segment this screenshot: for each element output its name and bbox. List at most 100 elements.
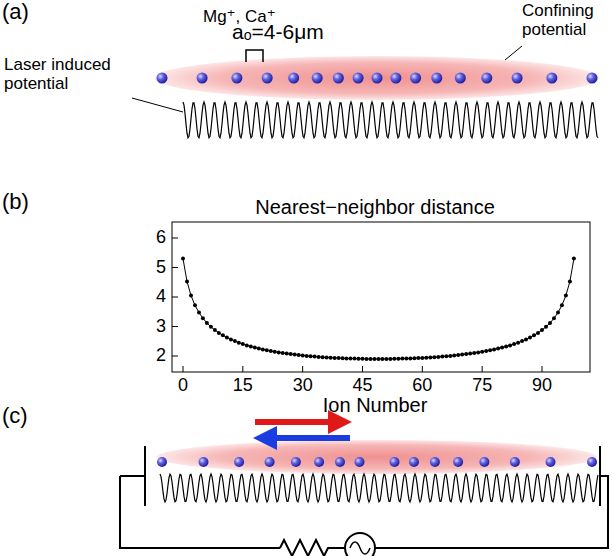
blue-arrow — [265, 435, 350, 441]
data-point — [540, 328, 544, 332]
data-point — [564, 294, 568, 298]
ion — [353, 73, 364, 84]
axis-tick-label: 60 — [412, 376, 432, 396]
tick — [172, 297, 178, 298]
leader-line — [505, 46, 522, 60]
data-point — [201, 316, 205, 320]
laser-potential-wave — [160, 474, 598, 502]
data-point — [341, 356, 345, 360]
data-point — [572, 257, 576, 261]
data-point — [229, 337, 233, 341]
data-point — [560, 303, 564, 307]
data-point — [205, 321, 209, 325]
leader-line — [132, 98, 183, 112]
ion — [546, 73, 557, 84]
spacing-bracket — [246, 50, 263, 62]
data-point — [444, 354, 448, 358]
ion — [390, 457, 400, 467]
resistor-symbol — [280, 540, 345, 556]
ion — [481, 73, 492, 84]
data-point — [384, 357, 388, 361]
potential-label: Confining potential — [522, 2, 610, 39]
ac-source-symbol — [345, 533, 375, 556]
plot-frame — [172, 222, 590, 372]
data-point — [293, 353, 297, 357]
ion — [314, 457, 324, 467]
data-point — [404, 357, 408, 361]
data-point — [428, 355, 432, 359]
data-point — [309, 354, 313, 358]
data-point — [301, 354, 305, 358]
data-point — [532, 333, 536, 337]
data-point — [249, 345, 253, 349]
panel-label: (c) — [2, 404, 28, 428]
data-point — [516, 341, 520, 345]
data-point — [528, 336, 532, 340]
ion — [197, 73, 208, 84]
panel-label: (a) — [2, 0, 29, 24]
data-point — [556, 311, 560, 315]
data-point — [189, 294, 193, 298]
data-point — [416, 356, 420, 360]
data-point — [269, 349, 273, 353]
data-point — [524, 337, 528, 341]
axis-tick-label: 75 — [472, 376, 492, 396]
data-point — [185, 280, 189, 284]
data-point — [388, 357, 392, 361]
ion — [431, 73, 442, 84]
data-point — [480, 350, 484, 354]
data-point — [333, 356, 337, 360]
tick — [172, 238, 178, 239]
ion — [288, 73, 299, 84]
data-point — [536, 331, 540, 335]
data-point — [349, 357, 353, 361]
data-point — [285, 352, 289, 356]
ion — [510, 457, 520, 467]
data-point — [377, 357, 381, 361]
data-point — [305, 354, 309, 358]
axis-tick-label: 2 — [156, 346, 166, 366]
ion — [455, 73, 466, 84]
ion — [587, 73, 598, 84]
data-point — [432, 355, 436, 359]
ion — [234, 457, 244, 467]
confining-potential — [157, 440, 597, 474]
tick — [242, 366, 243, 372]
ion — [390, 73, 401, 84]
data-point — [548, 321, 552, 325]
ion — [355, 457, 365, 467]
data-point — [213, 328, 217, 332]
data-point — [313, 355, 317, 359]
ion — [312, 73, 323, 84]
ion — [372, 73, 383, 84]
data-point — [448, 354, 452, 358]
data-point — [504, 345, 508, 349]
data-point — [472, 351, 476, 355]
data-point — [357, 357, 361, 361]
data-point — [373, 357, 377, 361]
data-point — [325, 355, 329, 359]
data-point — [468, 352, 472, 356]
data-point — [500, 346, 504, 350]
data-point — [380, 357, 384, 361]
data-point — [396, 357, 400, 361]
axis-tick-label: 30 — [293, 376, 313, 396]
data-point — [452, 354, 456, 358]
data-point — [317, 355, 321, 359]
data-point — [233, 339, 237, 343]
axis-tick-label: 45 — [353, 376, 373, 396]
ion — [546, 457, 556, 467]
tick — [183, 366, 184, 372]
ion — [199, 457, 209, 467]
data-point — [464, 352, 468, 356]
plot-title: Nearest−neighbor distance — [255, 196, 495, 218]
data-point — [400, 357, 404, 361]
data-point — [392, 357, 396, 361]
ion — [587, 457, 597, 467]
ion — [291, 457, 301, 467]
tick — [482, 366, 483, 372]
data-point — [361, 357, 365, 361]
data-point — [329, 356, 333, 360]
ion — [157, 457, 167, 467]
